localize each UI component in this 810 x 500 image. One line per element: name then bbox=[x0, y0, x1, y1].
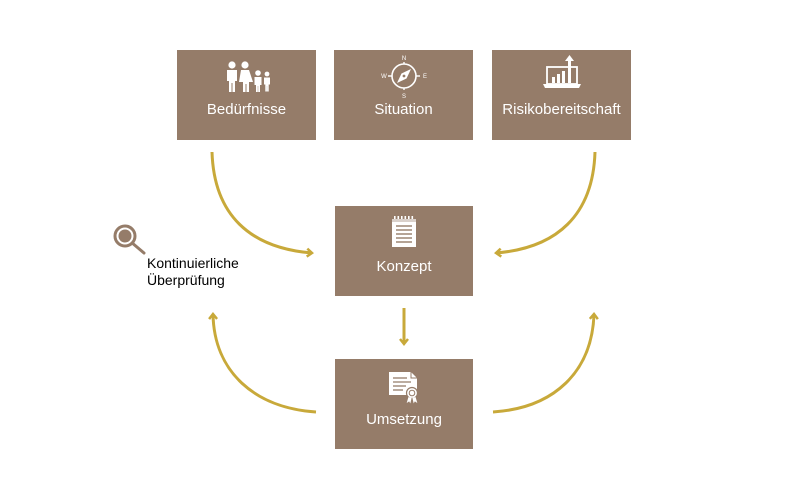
box-situation: N S E W Situation bbox=[334, 50, 473, 140]
arrow-beduerfnisse-to-konzept bbox=[210, 151, 314, 258]
notepad-icon bbox=[392, 216, 416, 247]
laptop-chart-icon bbox=[542, 55, 581, 88]
certificate-icon bbox=[389, 372, 419, 405]
box-konzept: Konzept bbox=[335, 206, 473, 296]
compass-icon: N S E W bbox=[381, 56, 427, 99]
compass-s: S bbox=[401, 94, 405, 99]
box-label-umsetzung: Umsetzung bbox=[366, 411, 442, 428]
magnifier-icon bbox=[113, 224, 146, 255]
box-risikobereitschaft: Risikobereitschaft bbox=[492, 50, 631, 140]
box-label-situation: Situation bbox=[374, 101, 433, 118]
box-label-beduerfnisse: Bedürfnisse bbox=[206, 101, 287, 118]
arrow-umsetzung-right-loop bbox=[492, 312, 599, 414]
box-label-risikobereitschaft: Risikobereitschaft bbox=[502, 101, 621, 118]
review-label-line1: Kontinuierliche bbox=[147, 255, 239, 271]
family-icon bbox=[226, 61, 270, 92]
arrow-risiko-to-konzept bbox=[494, 151, 597, 258]
arrow-umsetzung-left-loop bbox=[208, 311, 317, 414]
box-label-konzept: Konzept bbox=[376, 258, 432, 275]
review-label: Kontinuierliche Überprüfung bbox=[147, 255, 239, 289]
compass-e: E bbox=[422, 74, 426, 80]
review-label-line2: Überprüfung bbox=[147, 272, 225, 288]
box-beduerfnisse: Bedürfnisse bbox=[177, 50, 316, 140]
box-umsetzung: Umsetzung bbox=[335, 359, 473, 449]
compass-w: W bbox=[381, 74, 387, 80]
compass-n: N bbox=[401, 56, 405, 62]
